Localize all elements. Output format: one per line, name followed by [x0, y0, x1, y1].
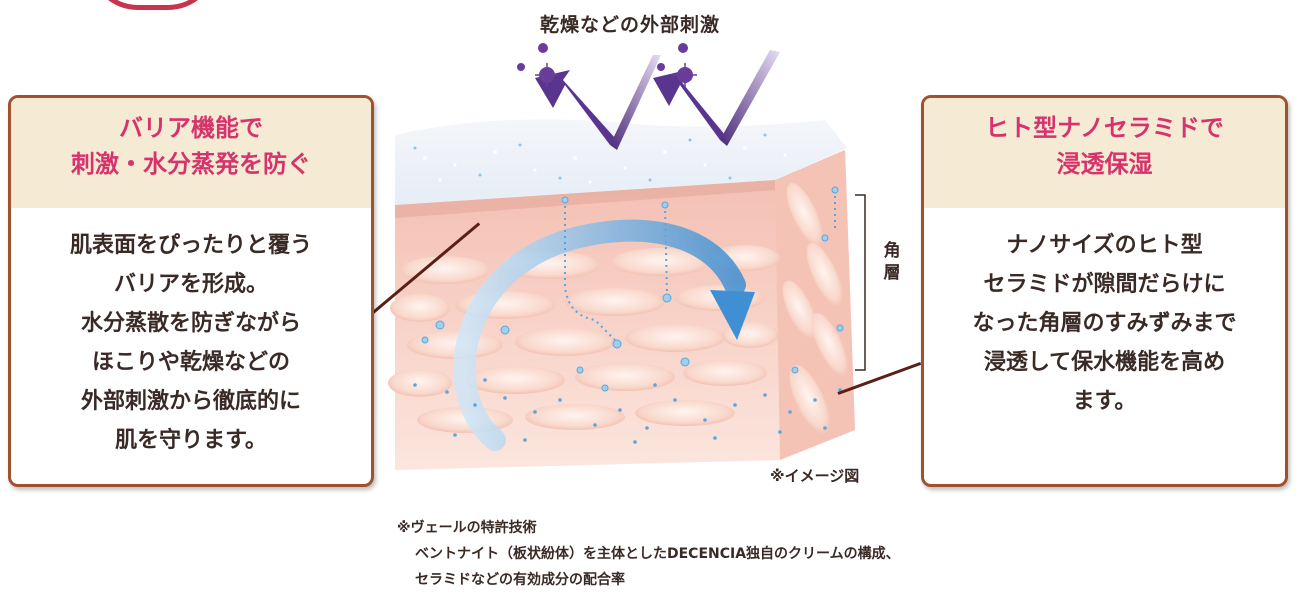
- footnote-line: ※ヴェールの特許技術: [397, 520, 537, 536]
- ceramide-body-line: ナノサイズのヒト型: [1006, 233, 1203, 258]
- barrier-panel-body: 肌表面をぴったりと覆う バリアを形成。 水分蒸散を防ぎながら ほこりや乾燥などの…: [11, 208, 371, 460]
- ceramide-scatter: [413, 378, 842, 444]
- ceramide-body-line: なった角層のすみずみまで: [972, 311, 1237, 336]
- logo-arc: [88, 0, 218, 10]
- barrier-body-line: 肌を守ります。: [115, 428, 267, 453]
- barrier-body-line: ほこりや乾燥などの: [91, 350, 290, 375]
- barrier-panel-title: バリア機能で 刺激・水分蒸発を防ぐ: [11, 98, 371, 208]
- ceramide-particles: [421, 186, 844, 392]
- ceramide-panel-title: ヒト型ナノセラミドで 浸透保湿: [924, 98, 1285, 208]
- patent-footnote: ※ヴェールの特許技術 ベントナイト（板状紛体）を主体としたDECENCIA独自の…: [397, 515, 900, 593]
- penetration-flow-arrow: [453, 219, 755, 451]
- barrier-body-line: 水分蒸散を防ぎながら: [80, 311, 301, 336]
- barrier-function-panel: バリア機能で 刺激・水分蒸発を防ぐ 肌表面をぴったりと覆う バリアを形成。 水分…: [8, 95, 374, 487]
- nano-ceramide-panel: ヒト型ナノセラミドで 浸透保湿 ナノサイズのヒト型 セラミドが隙間だらけに なっ…: [921, 95, 1288, 487]
- barrier-title-line: バリア機能で: [119, 114, 263, 142]
- veil-particles: [423, 146, 787, 184]
- barrier-body-line: 外部刺激から徹底的に: [80, 389, 301, 414]
- ceramide-body-line: ます。: [1072, 389, 1137, 414]
- stimulus-particles: [517, 43, 697, 87]
- stratum-bracket: [855, 194, 866, 371]
- penetration-dots: [564, 190, 836, 341]
- ceramide-panel-body: ナノサイズのヒト型 セラミドが隙間だらけに なった角層のすみずみまで 浸透して保…: [924, 208, 1285, 421]
- barrier-body-line: バリアを形成。: [113, 272, 268, 297]
- ceramide-body-line: 浸透して保水機能を高め: [983, 350, 1226, 375]
- external-stimulus-title: 乾燥などの外部刺激: [539, 14, 720, 36]
- barrier-title-line: 刺激・水分蒸発を防ぐ: [71, 150, 311, 178]
- ceramide-body-line: セラミドが隙間だらけに: [983, 272, 1226, 297]
- image-note: ※イメージ図: [770, 467, 860, 485]
- footnote-line: ベントナイト（板状紛体）を主体としたDECENCIA独自のクリームの構成、: [415, 546, 900, 562]
- stratum-corneum-label: 角層: [883, 241, 901, 283]
- stimulus-arrows: [535, 50, 780, 150]
- ceramide-title-line: ヒト型ナノセラミドで: [985, 114, 1224, 142]
- footnote-line: セラミドなどの有効成分の配合率: [415, 572, 625, 588]
- barrier-body-line: 肌表面をぴったりと覆う: [69, 233, 312, 258]
- skin-layer-illustration: [388, 43, 866, 470]
- ceramide-title-line: 浸透保湿: [1056, 150, 1153, 178]
